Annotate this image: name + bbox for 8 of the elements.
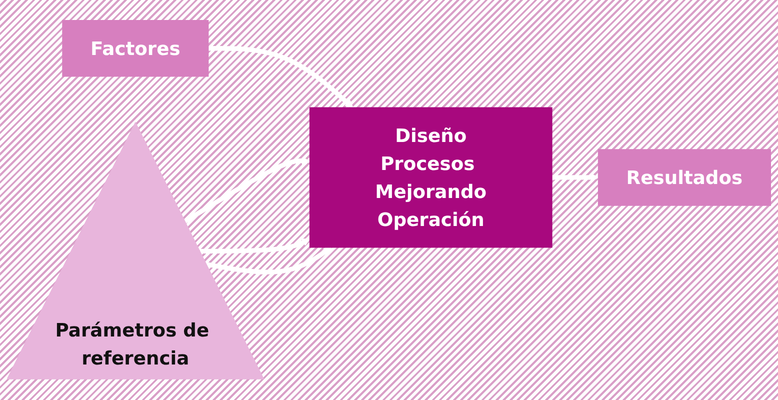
node-box: Resultados	[598, 150, 771, 206]
node-box: Factores	[62, 20, 209, 78]
arrow	[552, 174, 599, 182]
node-box: Diseño Procesos Mejorando Operación	[309, 108, 552, 248]
arrow	[206, 247, 332, 275]
arrow	[184, 157, 310, 224]
arrow	[200, 238, 310, 254]
arrow	[208, 46, 354, 108]
